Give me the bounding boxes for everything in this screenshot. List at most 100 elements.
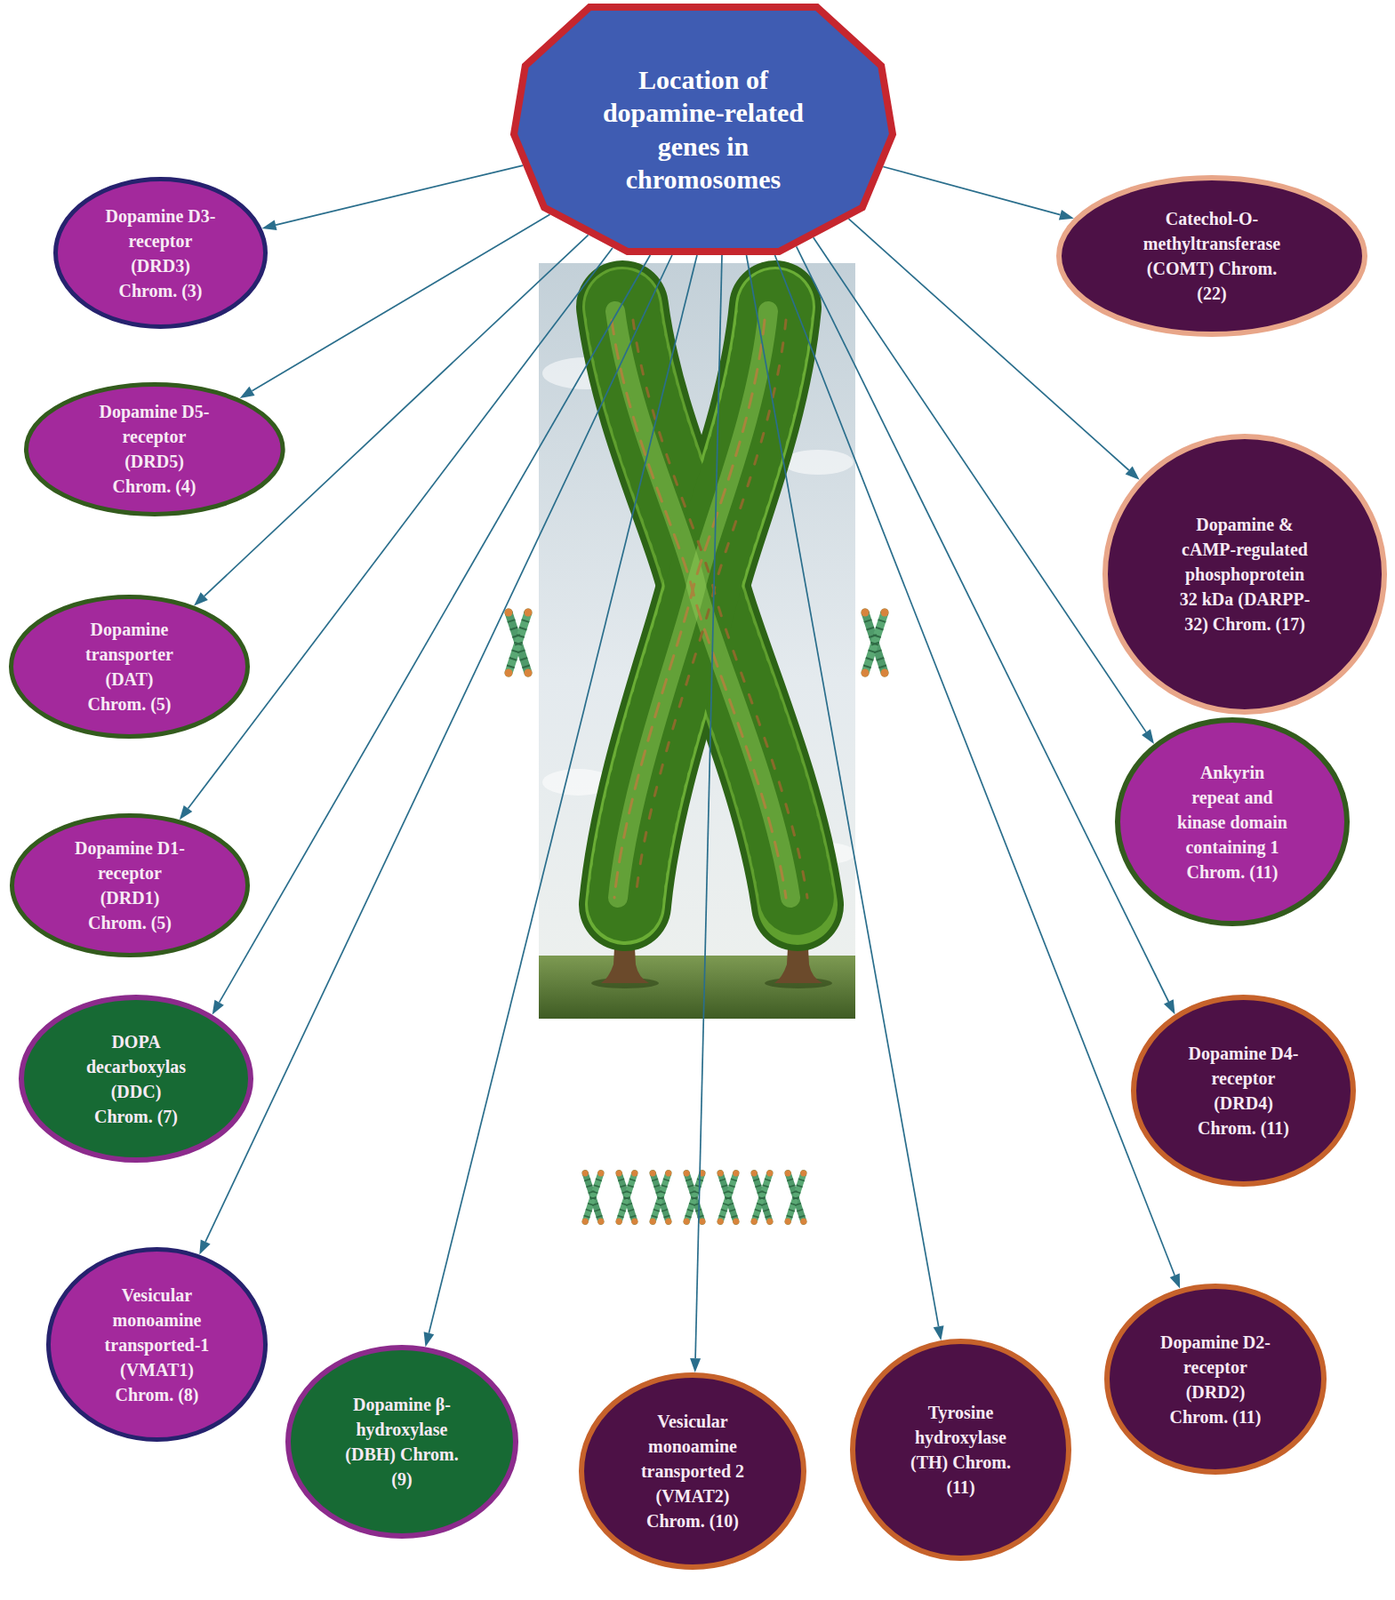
ellipse-outline: [1056, 175, 1368, 337]
gene-ellipse: Catechol-O-methyltransferase (COMT) Chro…: [1056, 175, 1368, 337]
ellipse-outline: [9, 813, 250, 958]
arrow-connector: [689, 255, 722, 1373]
ellipse-shape: [288, 1347, 516, 1537]
arrow-connector: [775, 255, 1181, 1290]
ellipse-shape: [11, 597, 249, 738]
gene-label: Dopamine D5-receptor (DRD5) Chrom. (4): [98, 399, 210, 499]
chromosome-icon: [683, 1170, 706, 1226]
chromosome-icon: [582, 1170, 605, 1226]
chromosome-icon: [785, 1170, 808, 1226]
gene-label: Dopamine D4-receptor (DRD4) Chrom. (11): [1187, 1041, 1299, 1141]
ellipse-shape: [48, 1250, 266, 1441]
ellipse-outline: [53, 176, 268, 329]
arrow-line: [188, 248, 613, 810]
ellipse-shape: [21, 997, 251, 1161]
gene-label: Ankyrin repeat and kinase domain contain…: [1174, 760, 1291, 885]
arrow-connector: [262, 165, 524, 231]
ellipse-outline: [849, 1338, 1072, 1562]
gene-ellipse: Dopamine β-hydroxylase (DBH) Chrom. (9): [285, 1345, 519, 1540]
arrow-line: [428, 255, 698, 1334]
arrow-connector: [199, 255, 673, 1255]
ellipse-shape: [25, 384, 283, 514]
gene-ellipse: Tyrosine hydroxylase (TH) Chrom. (11): [849, 1338, 1072, 1562]
ellipse-shape: [1133, 997, 1354, 1185]
gene-ellipse: Dopamine D4-receptor (DRD4) Chrom. (11): [1130, 994, 1356, 1187]
arrow-head: [193, 592, 209, 606]
ellipse-outline: [285, 1345, 519, 1540]
gene-ellipse: Dopamine transporter (DAT) Chrom. (5): [8, 594, 250, 739]
chromosome-tree: [611, 306, 808, 906]
gene-label: Dopamine D1-receptor (DRD1) Chrom. (5): [74, 835, 186, 936]
arrow-head: [1125, 466, 1140, 481]
arrow-line: [775, 255, 1176, 1276]
gene-label: Dopamine D3-receptor (DRD3) Chrom. (3): [104, 203, 217, 304]
gene-label: Dopamine transporter (DAT) Chrom. (5): [77, 617, 183, 717]
gene-ellipse: Vesicular monoamine transported-1 (VMAT1…: [46, 1247, 268, 1443]
dna-strand: [614, 320, 765, 898]
ellipse-shape: [12, 816, 249, 956]
gene-ellipse: Dopamine D5-receptor (DRD5) Chrom. (4): [24, 382, 286, 517]
arrow-line: [275, 165, 523, 225]
ellipse-outline: [1130, 994, 1356, 1187]
chromosome-icon: [751, 1170, 774, 1226]
gene-ellipse: Dopamine D1-receptor (DRD1) Chrom. (5): [9, 813, 250, 958]
sky-background: [538, 263, 856, 1019]
gene-label: Dopamine D2-receptor (DRD2) Chrom. (11): [1160, 1330, 1272, 1430]
gene-label: Catechol-O-methyltransferase (COMT) Chro…: [1136, 206, 1288, 306]
ellipse-shape: [1058, 177, 1365, 335]
ellipse-shape: [56, 179, 266, 328]
chromosome-icon: [649, 1170, 673, 1226]
gene-label: Vesicular monoamine transported-1 (VMAT1…: [92, 1282, 222, 1408]
arrow-line: [695, 255, 722, 1359]
gene-ellipse: Dopamine D2-receptor (DRD2) Chrom. (11): [1104, 1283, 1327, 1476]
arrow-head: [199, 1239, 210, 1255]
gene-label: DOPA decarboxylas (DDC) Chrom. (7): [82, 1029, 190, 1130]
ellipse-outline: [1104, 1283, 1327, 1476]
arrow-connector: [424, 255, 698, 1347]
gene-ellipse: Dopamine D3-receptor (DRD3) Chrom. (3): [53, 176, 268, 329]
gene-ellipse: DOPA decarboxylas (DDC) Chrom. (7): [18, 994, 254, 1163]
dna-strand: [611, 320, 786, 898]
arrow-head: [424, 1331, 435, 1347]
arrow-line: [746, 255, 939, 1327]
arrow-line: [813, 237, 1147, 732]
arrow-head: [179, 805, 193, 820]
arrow-connector: [746, 255, 945, 1341]
dna-strand: [635, 320, 786, 898]
arrow-line: [219, 255, 651, 1003]
arrow-head: [1170, 1274, 1180, 1290]
gene-ellipse: Dopamine & cAMP-regulated phosphoprotein…: [1102, 433, 1387, 715]
arrow-head: [933, 1325, 945, 1341]
gene-ellipse: Ankyrin repeat and kinase domain contain…: [1114, 717, 1350, 927]
title-octagon: Location of dopamine-related genes in ch…: [510, 3, 897, 256]
arrow-head: [1141, 729, 1155, 745]
octagon-outline: [510, 3, 897, 256]
title-text: Location of dopamine-related genes in ch…: [583, 63, 824, 197]
octagon-shape: [513, 7, 893, 252]
gene-label: Vesicular monoamine transported 2 (VMAT2…: [628, 1409, 758, 1534]
gene-ellipse: Vesicular monoamine transported 2 (VMAT2…: [578, 1372, 807, 1571]
gene-label: Dopamine β-hydroxylase (DBH) Chrom. (9): [344, 1392, 459, 1492]
ellipse-shape: [581, 1375, 804, 1568]
gene-label: Tyrosine hydroxylase (TH) Chrom. (11): [898, 1400, 1024, 1500]
chromosome-icon: [861, 609, 890, 678]
arrow-head: [240, 386, 256, 399]
arrow-connector: [882, 167, 1075, 221]
ellipse-outline: [18, 994, 254, 1163]
chromosome-icon: [717, 1170, 740, 1226]
chromosome-icon: [616, 1170, 639, 1226]
arrow-connector: [179, 248, 613, 820]
ellipse-shape: [852, 1341, 1069, 1559]
arrow-connector: [212, 255, 651, 1016]
arrow-head: [689, 1358, 701, 1373]
ellipse-shape: [1105, 436, 1385, 713]
arrow-connector: [240, 214, 551, 399]
ellipse-outline: [8, 594, 250, 739]
leaf-highlight: [617, 311, 769, 898]
leaf-highlight: [615, 311, 791, 898]
ellipse-shape: [1106, 1286, 1324, 1473]
arrow-head: [262, 219, 278, 231]
chromosome-icon: [505, 609, 533, 678]
arrow-head: [212, 1000, 225, 1016]
